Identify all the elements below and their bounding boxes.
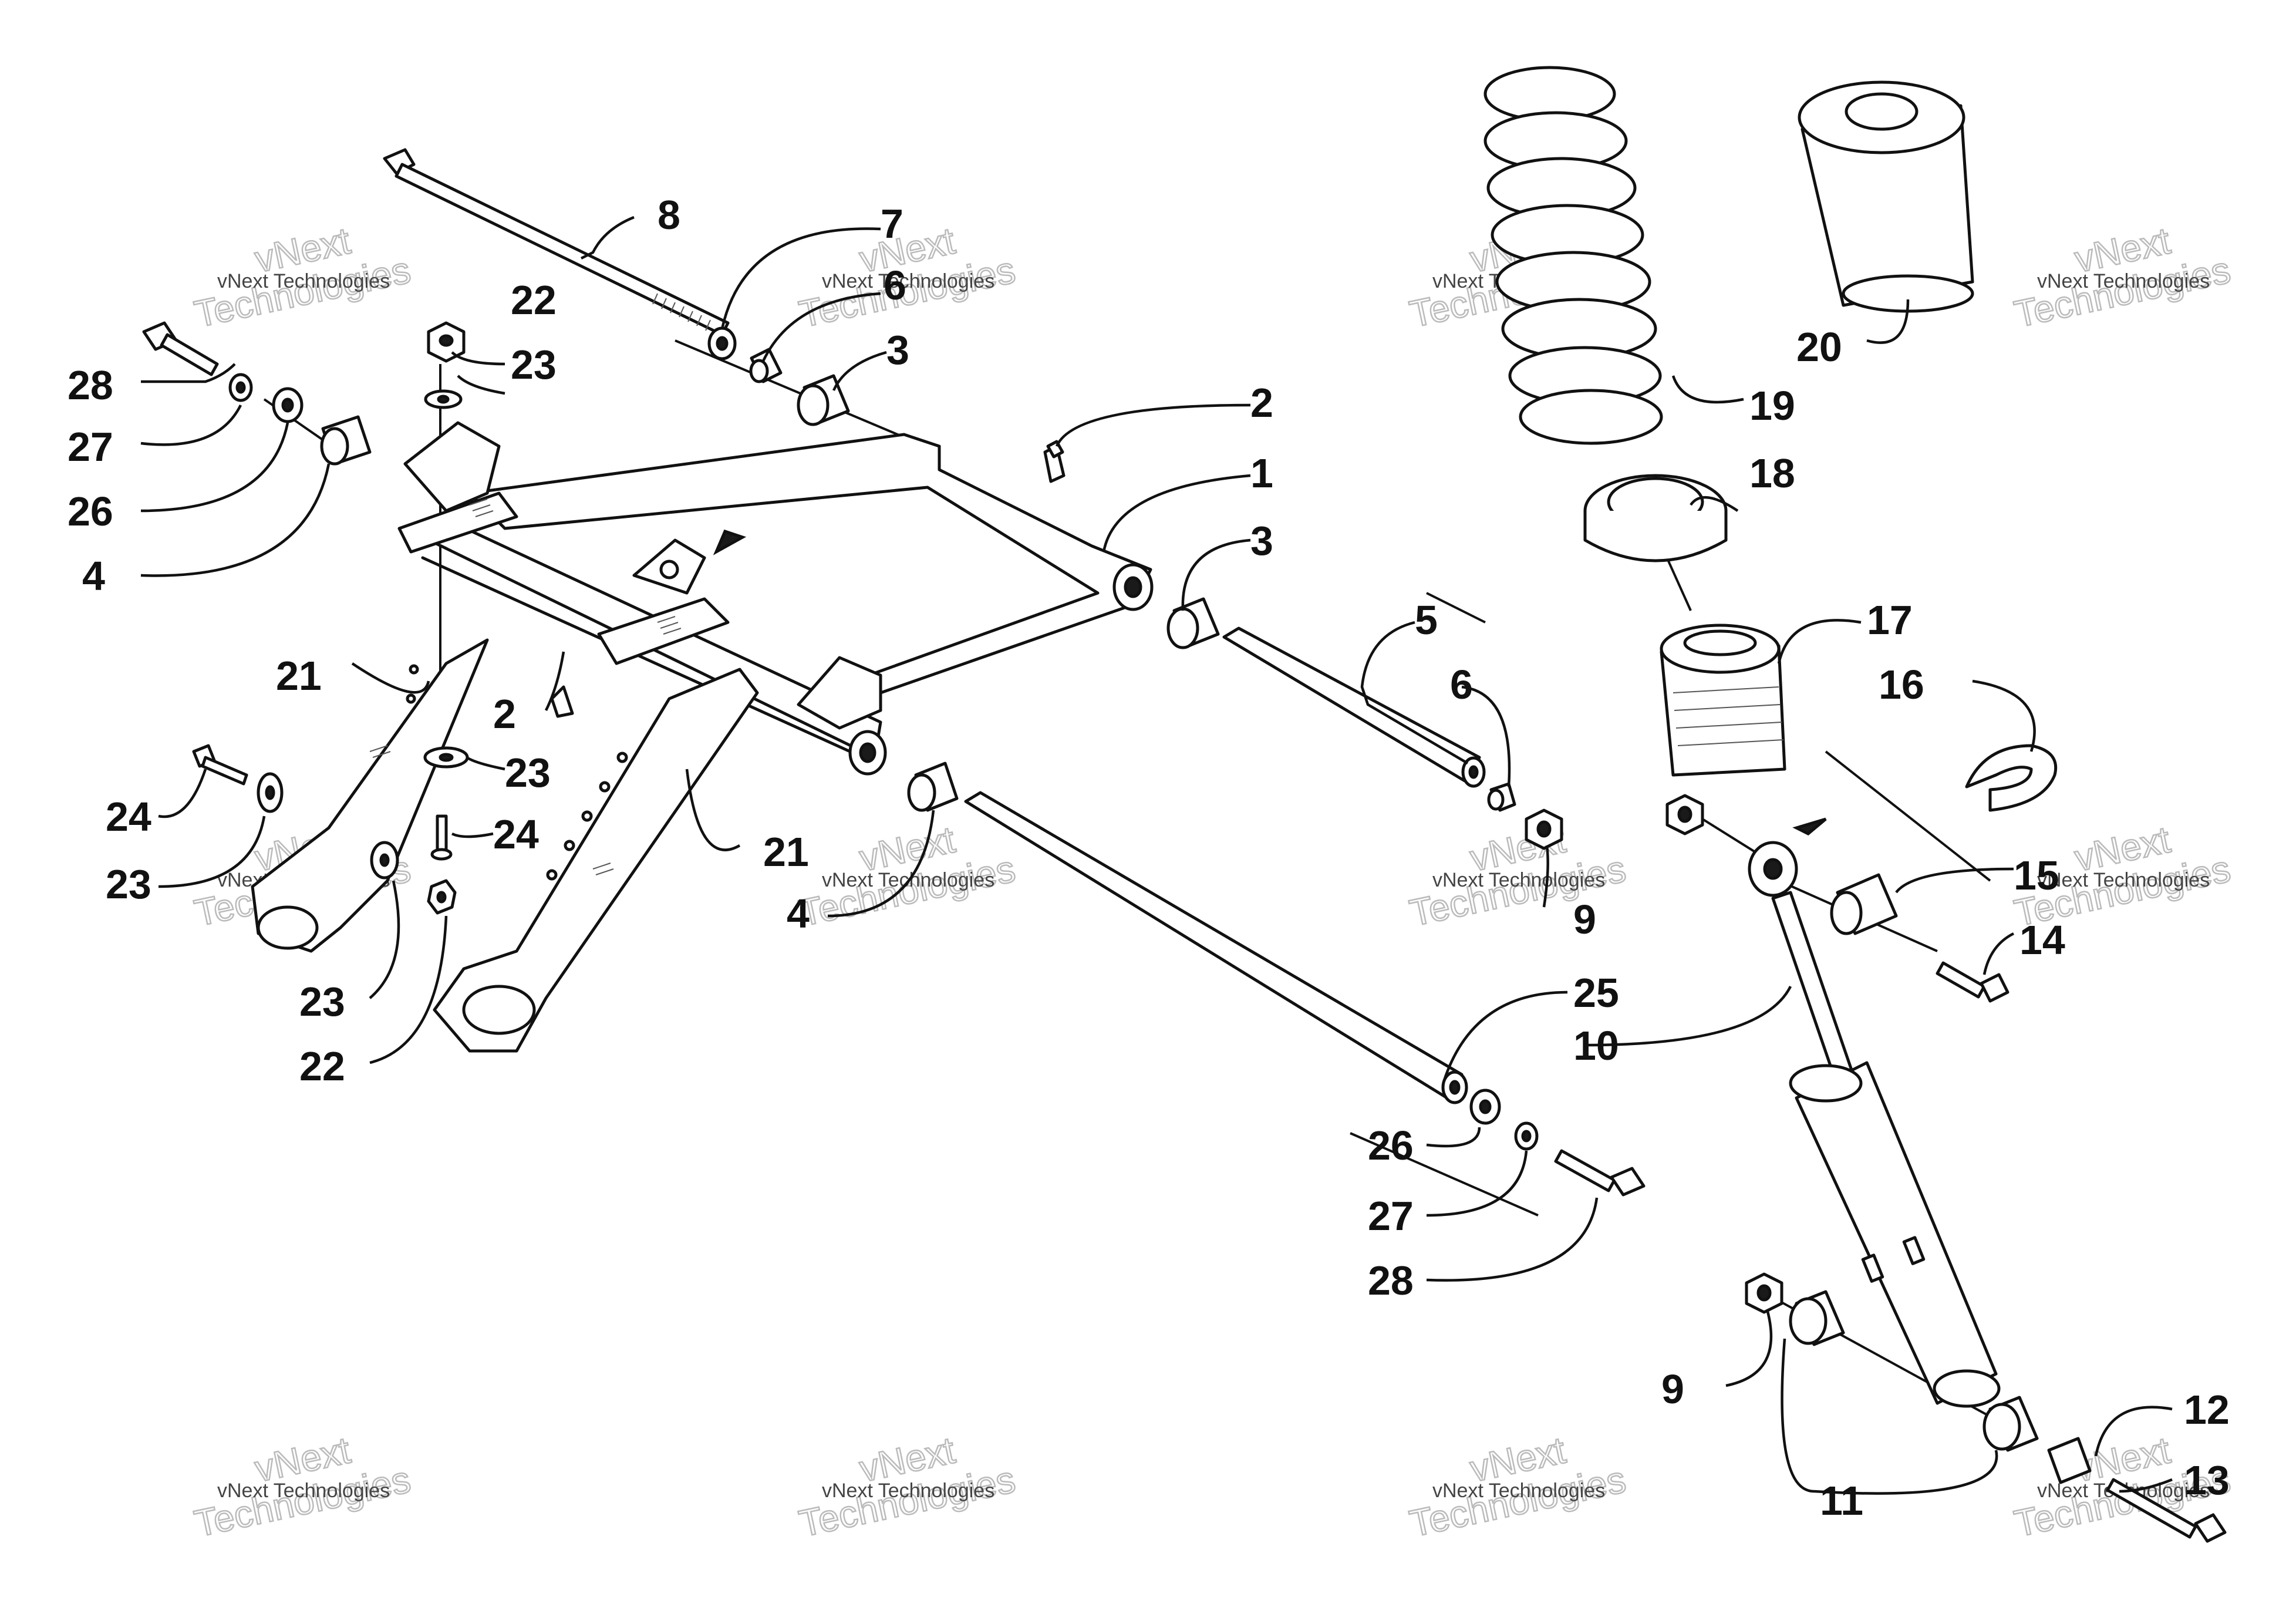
callout-label: 11 bbox=[1820, 1478, 1863, 1524]
watermark-text: vNext Technologies bbox=[1432, 869, 1605, 891]
callout-label: 21 bbox=[276, 653, 322, 699]
callout-label: 24 bbox=[106, 794, 151, 840]
callout-label: 13 bbox=[2184, 1457, 2230, 1503]
leader-lines bbox=[140, 215, 2173, 1495]
callout-label: 27 bbox=[68, 424, 113, 470]
watermark-text: vNext Technologies bbox=[822, 1480, 994, 1502]
callout-label: 6 bbox=[884, 262, 906, 308]
callout-label: 16 bbox=[1879, 662, 1924, 707]
callout-label: 6 bbox=[1450, 662, 1473, 707]
callout-label: 4 bbox=[82, 553, 105, 599]
callout-label: 23 bbox=[511, 342, 557, 388]
bump-stop bbox=[1660, 624, 1786, 777]
callout-label: 24 bbox=[493, 811, 539, 857]
callout-label: 9 bbox=[1661, 1366, 1684, 1412]
callout-label: 19 bbox=[1749, 383, 1795, 429]
callout-label: 23 bbox=[106, 861, 151, 907]
callout-label: 3 bbox=[1250, 518, 1273, 564]
callout-label: 1 bbox=[1250, 450, 1273, 496]
callout-label: 5 bbox=[1415, 597, 1438, 643]
callout-label: 2 bbox=[1250, 380, 1273, 426]
callout-label: 15 bbox=[2014, 853, 2059, 898]
callout-label: 17 bbox=[1867, 597, 1913, 643]
callout-label: 21 bbox=[763, 829, 809, 875]
watermark-text: vNext Technologies bbox=[217, 270, 390, 292]
watermark-text: vNext Technologies bbox=[822, 270, 994, 292]
callout-label: 12 bbox=[2184, 1387, 2230, 1433]
callout-label: 26 bbox=[68, 488, 113, 534]
callout-label: 10 bbox=[1573, 1023, 1619, 1069]
watermark-text: vNext Technologies bbox=[2037, 869, 2210, 891]
callout-label: 27 bbox=[1368, 1193, 1414, 1239]
right-pivot-hardware bbox=[1166, 597, 1563, 850]
callout-label: 25 bbox=[1573, 970, 1619, 1016]
callout-label: 26 bbox=[1368, 1123, 1414, 1168]
callout-label: 2 bbox=[493, 691, 516, 737]
callout-label: 23 bbox=[505, 750, 551, 796]
callout-labels: 8 7 6 3 2 1 3 5 6 9 22 23 28 27 26 4 21 … bbox=[68, 192, 2230, 1524]
left-hardware bbox=[142, 321, 574, 915]
shock-hardware bbox=[1665, 794, 2227, 1543]
watermark-text: vNext Technologies bbox=[1432, 1480, 1605, 1502]
watermark-text: vNext Technologies bbox=[217, 1480, 390, 1502]
callout-label: 23 bbox=[299, 979, 345, 1025]
callout-label: 18 bbox=[1749, 450, 1795, 496]
callout-label: 8 bbox=[658, 192, 680, 238]
callout-label: 22 bbox=[511, 277, 557, 323]
callout-label: 14 bbox=[2019, 917, 2065, 963]
callout-label: 28 bbox=[1368, 1258, 1414, 1303]
rail-arms bbox=[251, 638, 759, 1053]
shock-absorber bbox=[1748, 841, 2001, 1408]
coil-spring bbox=[1483, 66, 1663, 445]
swing-arm-frame bbox=[397, 421, 1154, 776]
lower-axle bbox=[907, 762, 1646, 1197]
callout-label: 9 bbox=[1573, 897, 1596, 942]
callout-label: 3 bbox=[886, 327, 909, 373]
retaining-clip bbox=[1965, 744, 2058, 812]
spring-adjuster-collar bbox=[1583, 474, 1728, 562]
dust-boot bbox=[1798, 80, 1974, 313]
callout-label: 4 bbox=[787, 891, 810, 936]
callout-label: 28 bbox=[68, 362, 113, 408]
watermark-text: vNext Technologies bbox=[2037, 270, 2210, 292]
callout-label: 20 bbox=[1796, 324, 1842, 370]
callout-label: 22 bbox=[299, 1043, 345, 1089]
callout-label: 7 bbox=[881, 201, 903, 247]
upper-pivot-hardware bbox=[707, 326, 1066, 483]
